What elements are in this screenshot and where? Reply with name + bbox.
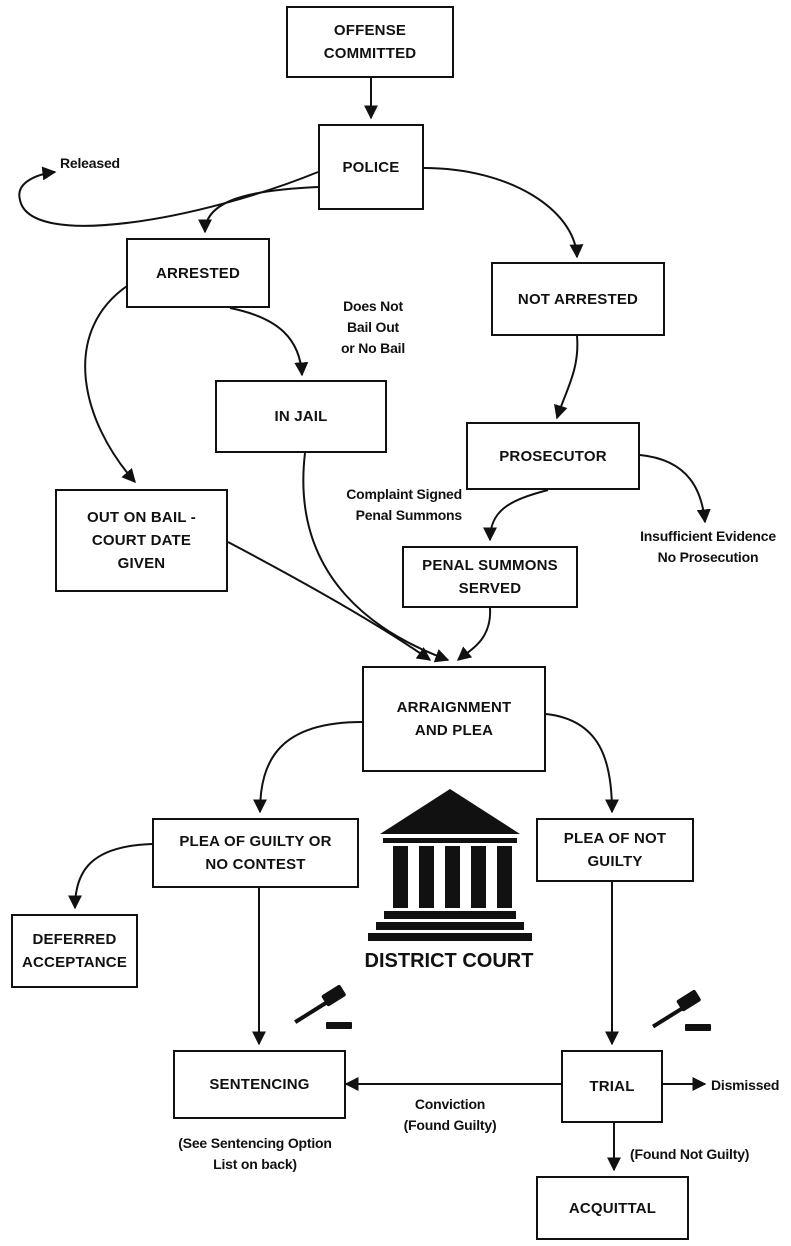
arrow-arraignment-notguiltyplea bbox=[545, 713, 619, 814]
node-in-jail: IN JAIL bbox=[215, 380, 387, 453]
gavel-icon bbox=[294, 984, 352, 1029]
node-deferred-acceptance: DEFERRED ACCEPTANCE bbox=[11, 914, 138, 988]
label-found-not-guilty: (Found Not Guilty) bbox=[630, 1146, 750, 1162]
node-prosecutor: PROSECUTOR bbox=[466, 422, 640, 490]
arrow-injail-arraignment bbox=[302, 452, 450, 663]
label-does-not-bail-out: Does Not Bail Out or No Bail bbox=[340, 298, 406, 356]
arrow-notarrested-prosecutor bbox=[554, 335, 579, 420]
arrow-prosecutor-insufficient bbox=[639, 454, 711, 524]
node-out-on-bail: OUT ON BAIL - COURT DATE GIVEN bbox=[55, 489, 228, 592]
arrow-police-notarrested bbox=[423, 167, 584, 259]
arrow-summons-arraignment bbox=[456, 607, 492, 661]
label-released: Released bbox=[60, 155, 120, 171]
label-see-sentencing-options: (See Sentencing Option List on back) bbox=[178, 1135, 332, 1172]
label-insufficient-evidence: Insufficient Evidence No Prosecution bbox=[640, 528, 776, 565]
arrow-arrested-bail bbox=[84, 283, 136, 484]
district-court-title: DISTRICT COURT bbox=[364, 950, 534, 972]
node-offense-committed: OFFENSE COMMITTED bbox=[286, 6, 454, 78]
arrow-police-arrested bbox=[198, 186, 319, 234]
arrow-arrested-injail bbox=[229, 307, 309, 377]
node-penal-summons-served: PENAL SUMMONS SERVED bbox=[402, 546, 578, 608]
label-conviction: Conviction (Found Guilty) bbox=[403, 1096, 497, 1133]
node-police: POLICE bbox=[318, 124, 424, 210]
label-dismissed: Dismissed bbox=[711, 1077, 780, 1093]
courthouse-icon bbox=[368, 789, 532, 941]
arrow-prosecutor-summons bbox=[483, 489, 549, 542]
gavel-icon bbox=[651, 989, 711, 1031]
node-arraignment-and-plea: ARRAIGNMENT AND PLEA bbox=[362, 666, 546, 772]
node-trial: TRIAL bbox=[561, 1050, 663, 1123]
node-arrested: ARRESTED bbox=[126, 238, 270, 308]
arrow-bail-arraignment bbox=[227, 541, 432, 661]
node-plea-not-guilty: PLEA OF NOT GUILTY bbox=[536, 818, 694, 882]
node-acquittal: ACQUITTAL bbox=[536, 1176, 689, 1240]
node-sentencing: SENTENCING bbox=[173, 1050, 346, 1119]
node-plea-guilty-no-contest: PLEA OF GUILTY OR NO CONTEST bbox=[152, 818, 359, 888]
arrow-guiltyplea-deferred bbox=[68, 843, 153, 910]
node-not-arrested: NOT ARRESTED bbox=[491, 262, 665, 336]
label-complaint-signed: Complaint Signed Penal Summons bbox=[346, 486, 462, 523]
arrow-arraignment-guiltyplea bbox=[253, 721, 363, 814]
arrow-police-released bbox=[18, 166, 319, 227]
